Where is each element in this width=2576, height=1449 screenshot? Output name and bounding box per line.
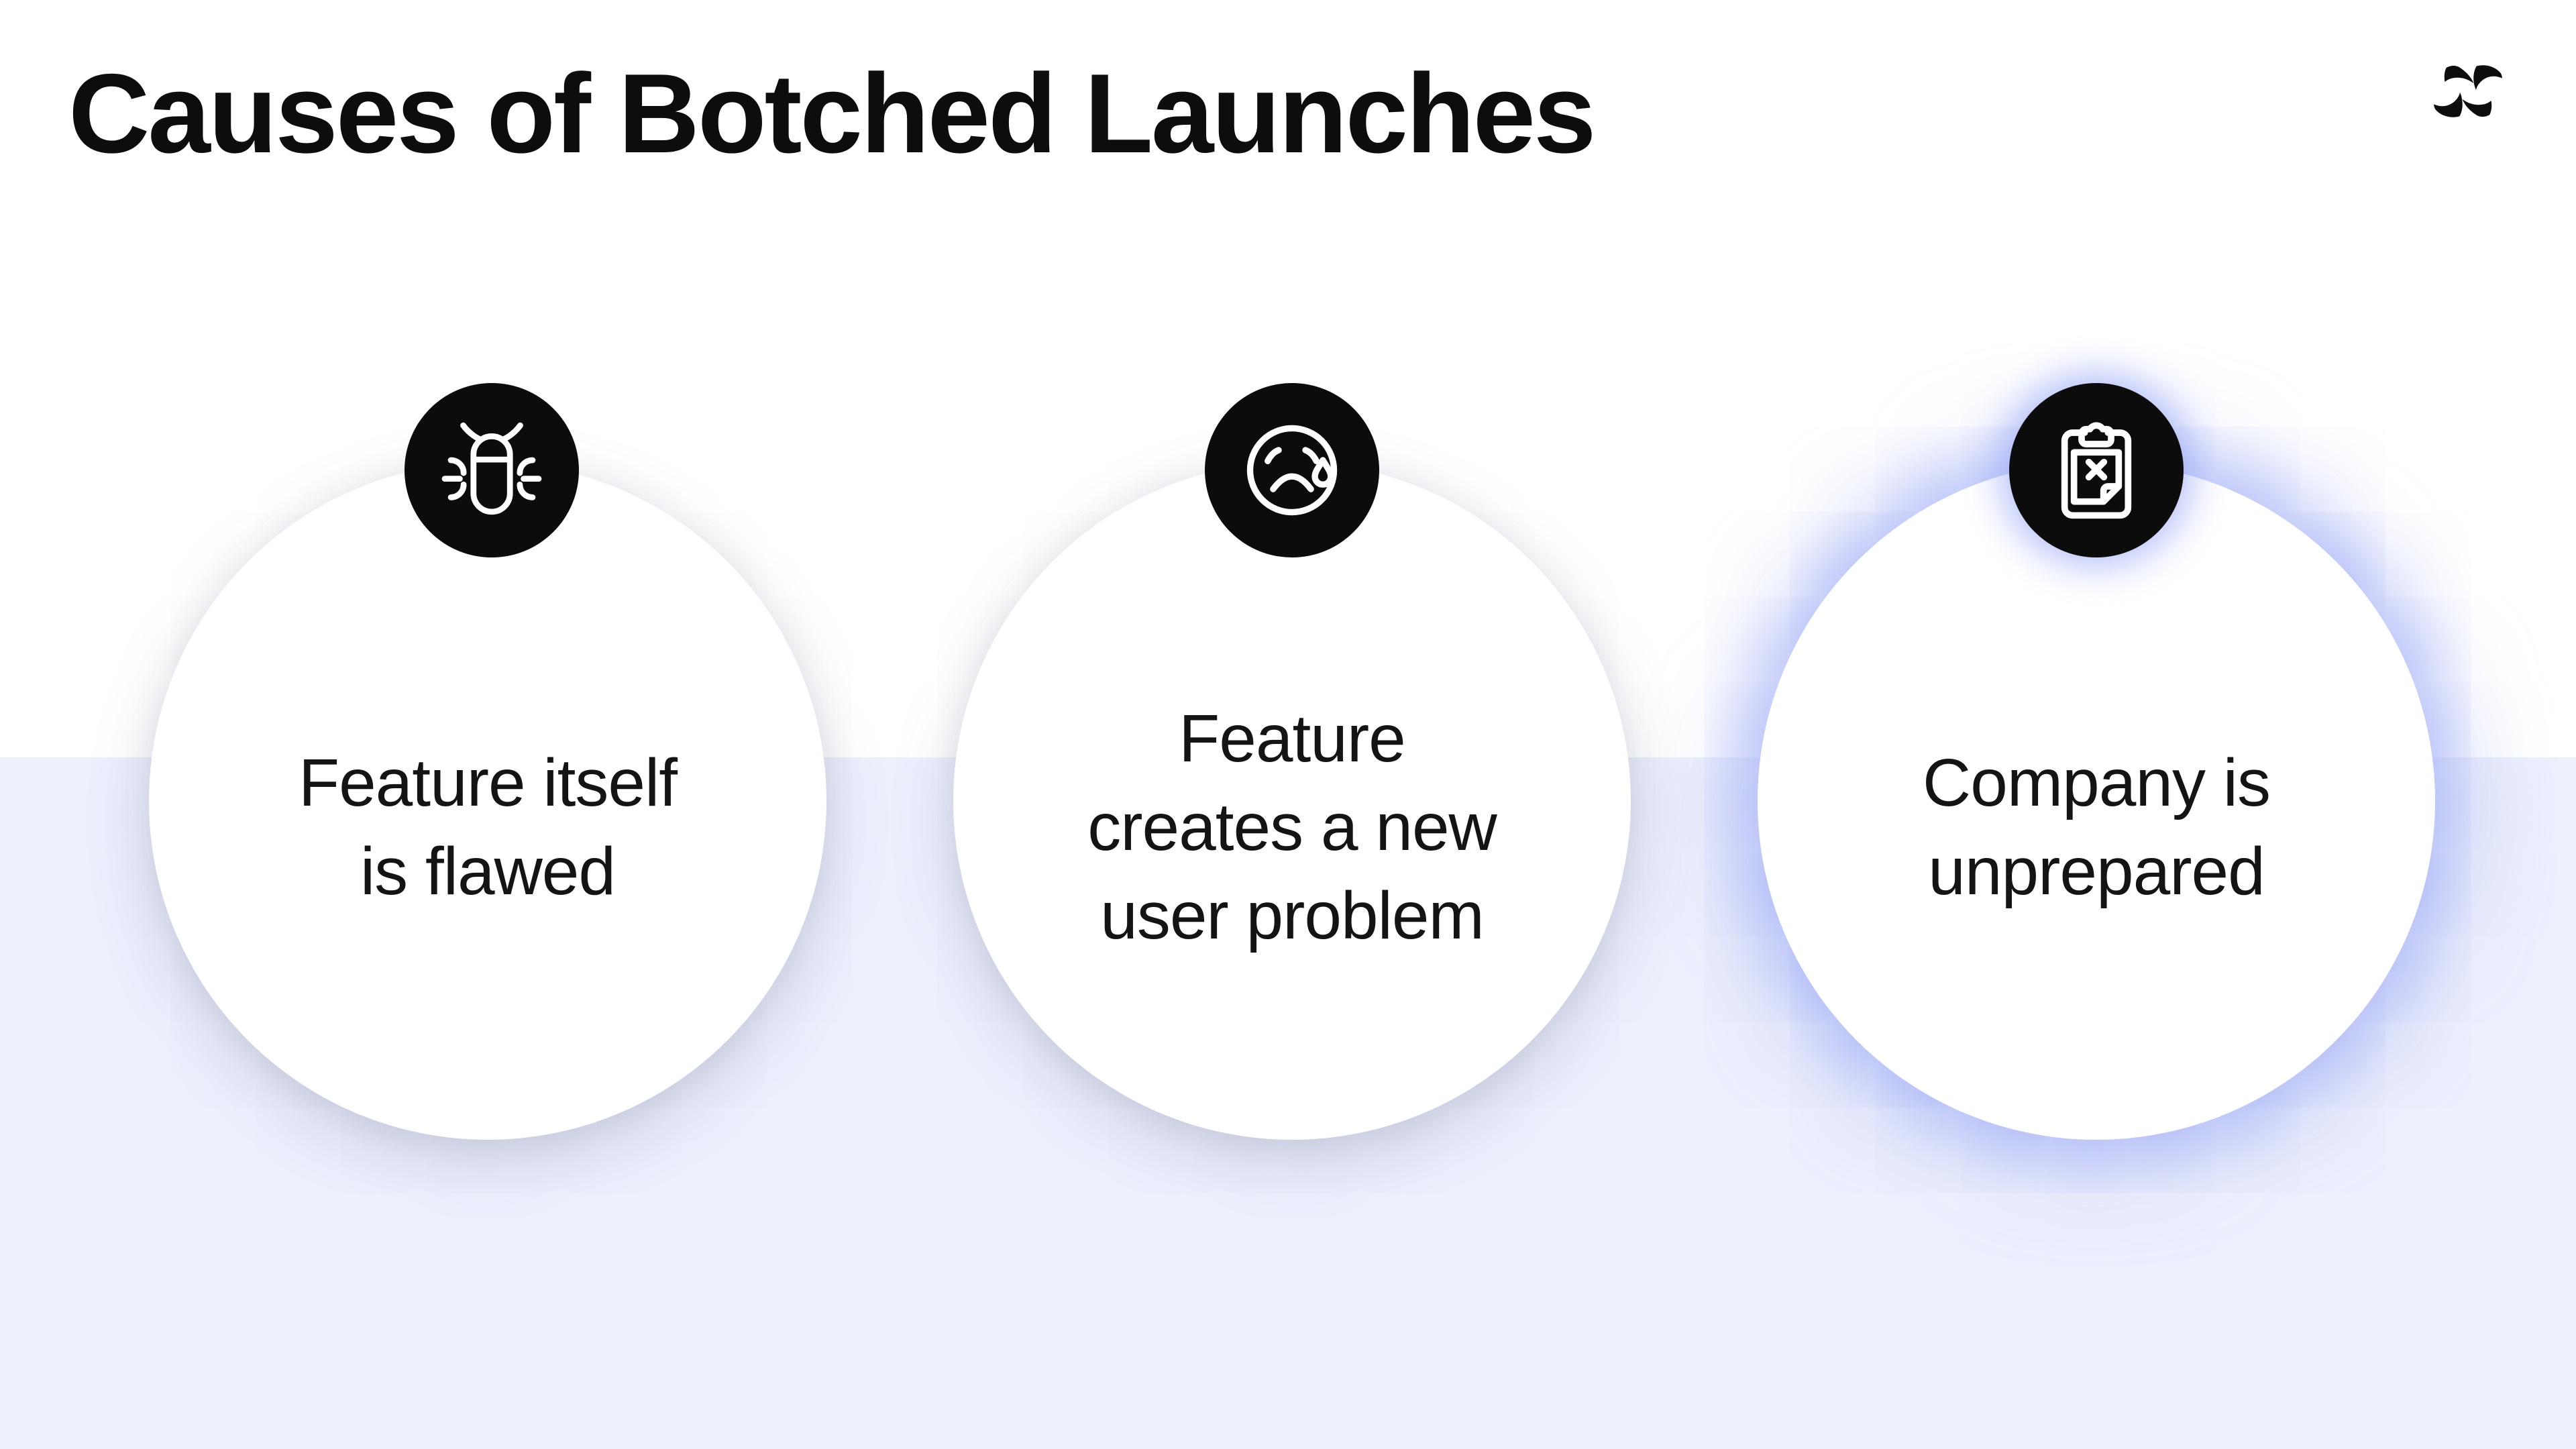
cause-circle-new-user-problem: Feature creates a new user problem (953, 462, 1631, 1140)
brand-logo (2434, 64, 2502, 118)
cause-line: is flawed (360, 834, 616, 909)
cause-text: Feature creates a new user problem (1087, 642, 1497, 960)
icon-badge-clipboard-x (2009, 383, 2184, 557)
brand-logo-icon (2434, 65, 2502, 117)
cause-line: Company is (1923, 745, 2271, 820)
icon-badge-sad-face (1205, 383, 1379, 557)
cause-line: creates a new (1087, 790, 1497, 865)
page-title: Causes of Botched Launches (68, 50, 1596, 176)
cause-circle-feature-flawed: Feature itself is flawed (149, 462, 826, 1140)
bug-icon (441, 422, 542, 515)
cause-circle-company-unprepared: Company is unprepared (1758, 462, 2435, 1140)
cause-text: Company is unprepared (1923, 686, 2271, 916)
sad-face-tear-icon (1246, 425, 1338, 516)
icon-badge-bug (405, 383, 579, 557)
cause-line: unprepared (1928, 834, 2265, 909)
cause-line: Feature (1179, 701, 1406, 776)
cause-line: Feature itself (298, 745, 678, 820)
cause-text: Feature itself is flawed (298, 686, 678, 916)
cause-line: user problem (1100, 878, 1485, 953)
clipboard-x-icon (2061, 422, 2132, 519)
